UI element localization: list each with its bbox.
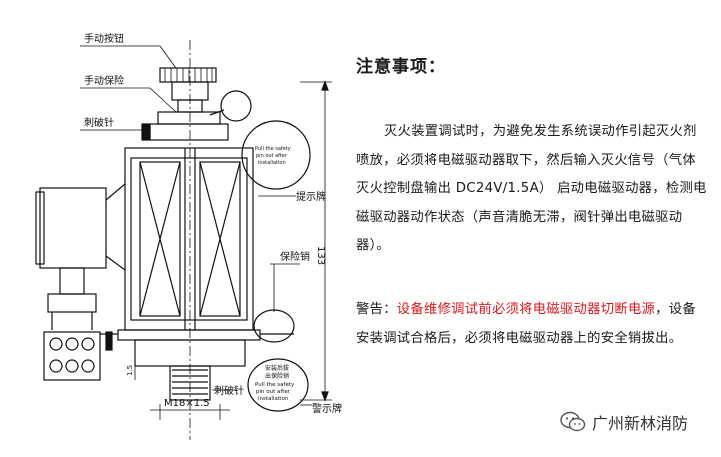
warning-rest-text: ，设备安装调试合格后，必须将电磁驱动器上的安全销拔出。	[356, 302, 696, 346]
card-top-line2: pin out after	[256, 153, 288, 159]
coil-inner	[130, 157, 248, 321]
collar-lower	[149, 123, 229, 141]
manual-knob	[159, 67, 217, 83]
coil-core-left	[139, 161, 181, 317]
warning-red-text: 设备维修调试前必须将电磁驱动器切断电源	[396, 302, 656, 317]
card-bottom-line2: pin out after	[256, 389, 291, 395]
label-warning-card: 警示牌	[312, 402, 342, 415]
dimension-side: 1.5	[126, 365, 134, 376]
connector-stem	[59, 267, 85, 295]
label-striker-pin: 刺破针	[84, 116, 114, 129]
dimension-height: 133	[315, 246, 326, 265]
manual-safety-ring	[220, 90, 252, 122]
label-manual-safety: 手动保险	[84, 74, 124, 87]
notice-heading: 注意事项：	[356, 57, 446, 77]
striker-pin-knob	[141, 123, 151, 141]
warning-paragraph: 警告：设备维修调试前必须将电磁驱动器切断电源，设备安装调试合格后，必须将电磁驱动…	[356, 296, 708, 353]
card-bottom-line1: Pull the safety	[255, 382, 295, 388]
coil-core-right	[199, 161, 241, 317]
collar	[157, 111, 221, 125]
coil-body	[124, 147, 254, 331]
watermark-name: 广州新林消防	[592, 414, 689, 433]
card-top-line3: installation	[258, 160, 286, 166]
notice-paragraph: 灭火装置调试时，为避免发生系统误动作引起灭火剂喷放，必须将电磁驱动器取下，然后输…	[356, 124, 707, 253]
card-bottom-cn2: 出保险销	[265, 372, 289, 380]
watermark: 广州新林消防	[560, 410, 688, 434]
label-striker-pin-bottom: 刺破针	[214, 384, 244, 397]
safety-pin-ring	[253, 309, 295, 343]
lower-flange	[117, 329, 261, 341]
label-indicator-card: 提示牌	[296, 190, 326, 203]
dimension-thread: M18×1.5	[164, 398, 210, 409]
card-bottom-cn1: 安装后拔	[265, 364, 289, 372]
wechat-icon	[560, 411, 586, 432]
label-manual-button: 手动按钮	[84, 32, 124, 45]
terminal-block	[43, 331, 101, 381]
card-bottom-line3: installation	[258, 396, 289, 402]
label-safety-pin: 保险销	[280, 250, 310, 263]
electromagnetic-driver-diagram: 手动按钮 手动保险 刺破针 提示牌 保险销 刺破针 警示牌 133 M18×1.…	[35, 32, 342, 440]
indicator-card-outline	[241, 120, 311, 190]
knob-knurling	[164, 68, 213, 82]
connector-box	[39, 187, 107, 269]
warning-prefix: 警告：	[356, 302, 397, 317]
thread-section	[169, 365, 211, 401]
warning-card-outline	[247, 358, 309, 412]
card-top-line1: Pull the safety	[255, 146, 291, 152]
